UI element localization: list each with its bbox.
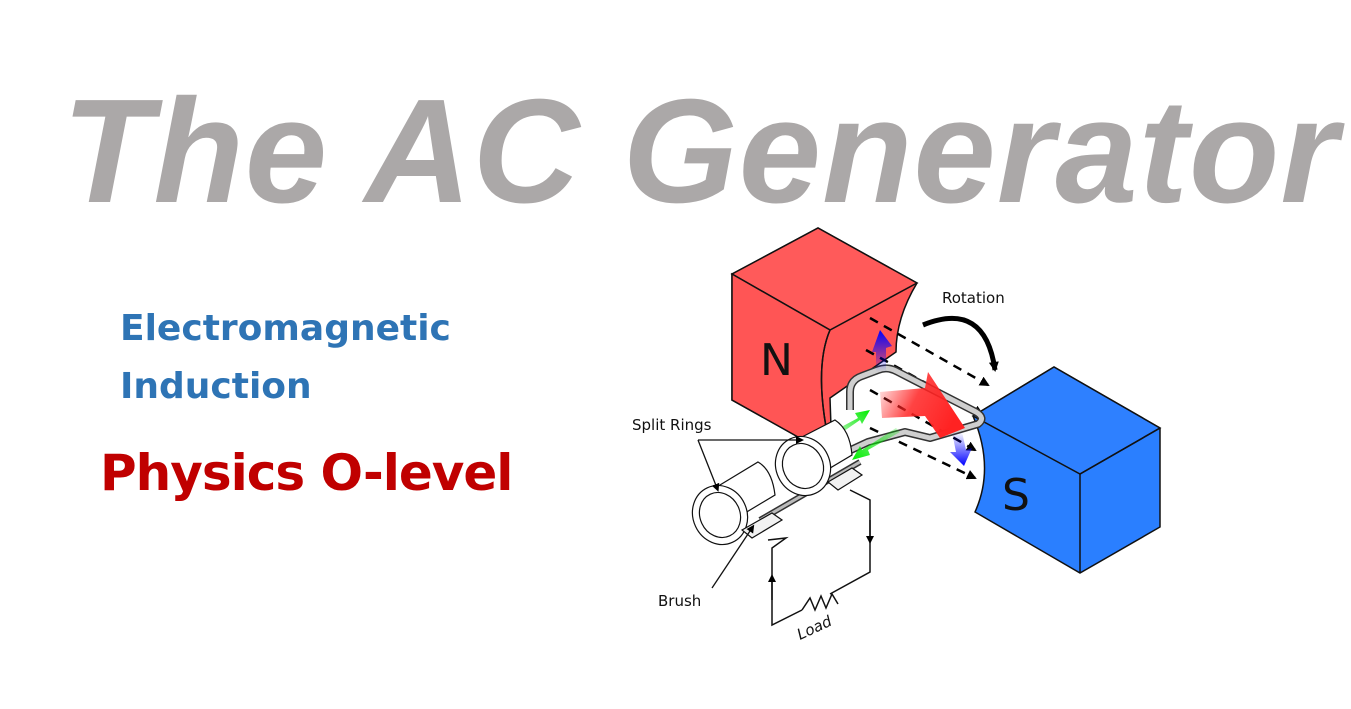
rotation-label: Rotation: [942, 289, 1005, 307]
north-magnet: N: [730, 227, 919, 458]
force-arrow-down: [950, 432, 972, 466]
subtitle-line-2: Induction: [120, 366, 312, 407]
south-magnet: S: [971, 366, 1162, 574]
rotation-arrow: [922, 315, 999, 372]
subtitle: Electromagnetic Induction: [120, 300, 451, 416]
course-level-label: Physics O-level: [100, 444, 513, 502]
subtitle-line-1: Electromagnetic: [120, 308, 451, 349]
split-rings-label: Split Rings: [632, 416, 712, 434]
page-title: The AC Generator: [62, 69, 1339, 234]
force-arrow-up: [872, 330, 892, 372]
split-ring-front: [691, 461, 784, 546]
motion-arrow: [880, 372, 965, 438]
current-arrow-out: [852, 428, 900, 460]
load-label: Load: [794, 612, 835, 644]
split-ring-back: [774, 419, 864, 497]
brush-label: Brush: [658, 592, 701, 610]
north-pole-label: N: [760, 335, 793, 386]
external-circuit: [767, 489, 874, 627]
south-pole-label: S: [1002, 470, 1030, 521]
